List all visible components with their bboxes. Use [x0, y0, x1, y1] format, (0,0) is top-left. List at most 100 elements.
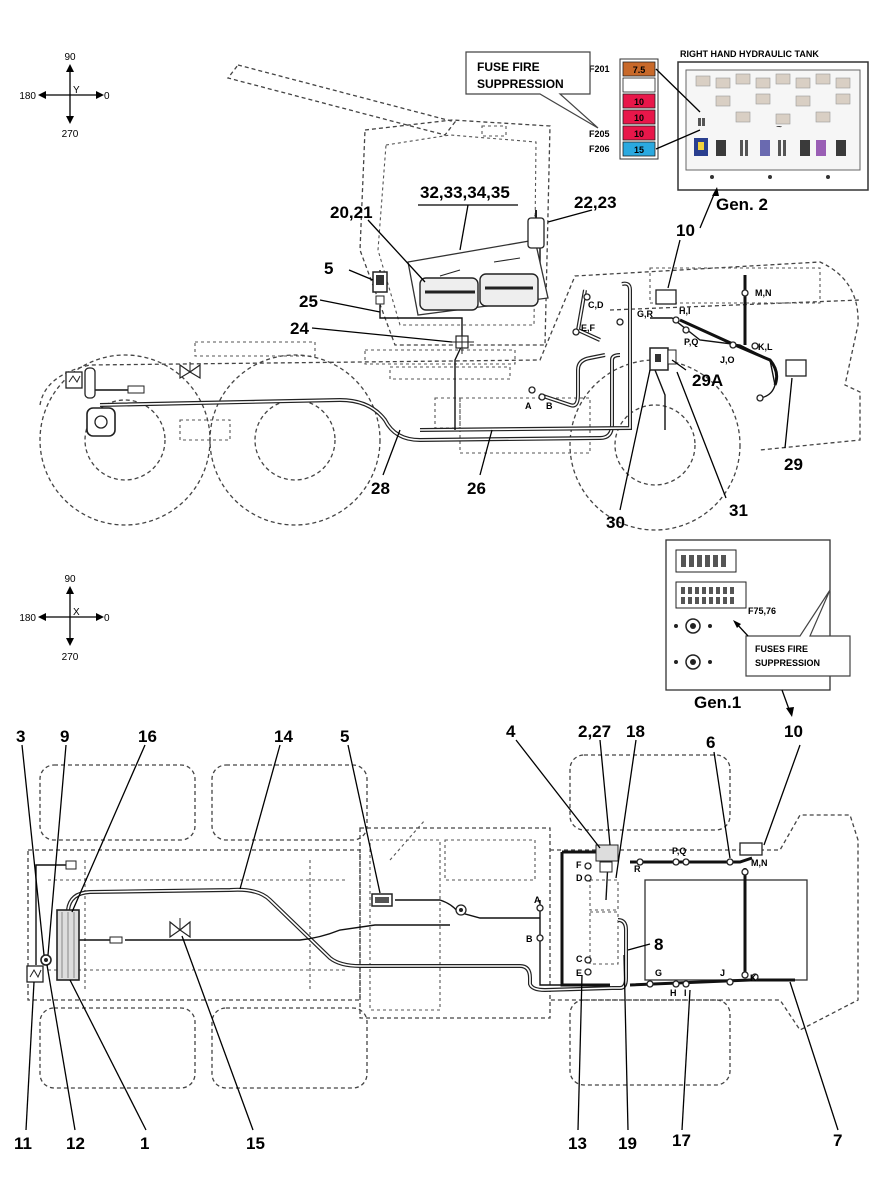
fuse-value-3: 10	[634, 97, 644, 107]
label-31: 31	[729, 501, 748, 520]
label-17: 17	[672, 1131, 691, 1150]
point-gr-side: G,R	[637, 309, 654, 319]
fuse-2	[622, 77, 656, 93]
gen2-callout-line2: SUPPRESSION	[477, 77, 564, 91]
label-29: 29	[784, 455, 803, 474]
compass-bottom-west: 180	[19, 613, 36, 624]
label-20-21: 20,21	[330, 203, 373, 222]
point-k-top: K	[750, 973, 757, 983]
compass-bottom: 90 180 0 270 X	[19, 574, 110, 663]
label-30: 30	[606, 513, 625, 532]
fuse-label-f206: F206	[589, 144, 610, 154]
point-mn-top: M,N	[751, 858, 768, 868]
point-a-side: A	[525, 401, 532, 411]
fuse-1	[622, 61, 656, 77]
fuse-4	[622, 109, 656, 125]
label-18: 18	[626, 722, 645, 741]
point-r-top: R	[634, 864, 641, 874]
label-13: 13	[568, 1134, 587, 1153]
label-10-side: 10	[676, 221, 695, 240]
point-b-top: B	[526, 934, 533, 944]
point-c-top: C	[576, 954, 583, 964]
top-view-point-labels: A B F D C E R P,Q M,N G H I J K	[526, 846, 768, 998]
compass-top-east: 0	[104, 91, 110, 102]
label-16: 16	[138, 727, 157, 746]
label-1: 1	[140, 1134, 149, 1153]
point-h-top: H	[670, 988, 677, 998]
fuse-5	[622, 125, 656, 141]
compass-top-west: 180	[19, 91, 36, 102]
gen2-fuse-stack: 7.5 10 10 10 15	[622, 61, 656, 157]
point-cd-side: C,D	[588, 300, 604, 310]
label-14: 14	[274, 727, 293, 746]
side-view-callouts: 32,33,34,35 20,21 22,23 10 5 25 24 29A 2…	[290, 183, 803, 532]
point-b-side: B	[546, 401, 553, 411]
side-view-point-labels: C,D E,F G,R H,I P,Q J,O K,L M,N A B	[525, 288, 773, 411]
label-4: 4	[506, 722, 516, 741]
gen2-title: RIGHT HAND HYDRAULIC TANK	[680, 49, 819, 59]
label-12: 12	[66, 1134, 85, 1153]
label-28: 28	[371, 479, 390, 498]
point-pq-side: P,Q	[684, 337, 698, 347]
point-i-top: I	[684, 988, 687, 998]
point-pq-top: P,Q	[672, 846, 686, 856]
label-15: 15	[246, 1134, 265, 1153]
gen2-label: Gen. 2	[716, 195, 768, 214]
top-view-callouts: 3 9 16 14 5 4 2,27 18 6 10 8 11 12 1 15 …	[14, 722, 842, 1153]
fuse-value-1: 7.5	[633, 65, 646, 75]
point-d-top: D	[576, 873, 583, 883]
label-22-23: 22,23	[574, 193, 617, 212]
compass-top: 90 180 0 270 Y	[19, 52, 110, 140]
label-3: 3	[16, 727, 25, 746]
point-mn-side: M,N	[755, 288, 772, 298]
label-7: 7	[833, 1131, 842, 1150]
compass-bottom-north: 90	[64, 574, 76, 585]
point-f-top: F	[576, 860, 582, 870]
fuse-label-f205: F205	[589, 129, 610, 139]
label-6: 6	[706, 733, 715, 752]
label-5-side: 5	[324, 259, 333, 278]
compass-top-south: 270	[62, 129, 79, 140]
label-10-top: 10	[784, 722, 803, 741]
compass-bottom-east: 0	[104, 613, 110, 624]
label-32-35: 32,33,34,35	[420, 183, 510, 202]
fuse-value-6: 15	[634, 145, 644, 155]
fuse-label-f201: F201	[589, 64, 610, 74]
point-ef-side: E,F	[581, 323, 596, 333]
fuse-value-5: 10	[634, 129, 644, 139]
label-24: 24	[290, 319, 309, 338]
gen2-callout-line1: FUSE FIRE	[477, 60, 540, 74]
point-kl-side: K,L	[758, 342, 773, 352]
compass-top-north: 90	[64, 52, 76, 63]
point-j-top: J	[720, 968, 725, 978]
gen1-callout-line1: FUSES FIRE	[755, 644, 808, 654]
label-25: 25	[299, 292, 318, 311]
point-a-top: A	[534, 895, 541, 905]
fuse-6	[622, 141, 656, 157]
fuse-value-4: 10	[634, 113, 644, 123]
svg-text:~: ~	[776, 122, 782, 133]
point-jo-side: J,O	[720, 355, 735, 365]
gen1-fuse-panel: F75,76 FUSES FIRE SUPPRESSION Gen.1	[665, 539, 851, 717]
label-5-top: 5	[340, 727, 349, 746]
point-e-top: E	[576, 968, 582, 978]
gen1-fuse-ref: F75,76	[748, 606, 776, 616]
label-19: 19	[618, 1134, 637, 1153]
label-8: 8	[654, 935, 663, 954]
truck-top-view: A B F D C E R P,Q M,N G H I J K	[14, 722, 859, 1153]
label-2-27: 2,27	[578, 722, 611, 741]
label-9: 9	[60, 727, 69, 746]
gen1-callout-line2: SUPPRESSION	[755, 658, 820, 668]
label-29a: 29A	[692, 371, 723, 390]
fuse-3	[622, 93, 656, 109]
compass-bottom-axis: X	[73, 607, 80, 618]
label-11: 11	[14, 1134, 32, 1153]
gen1-label: Gen.1	[694, 693, 741, 712]
compass-top-axis: Y	[73, 85, 80, 96]
point-hi-side: H,I	[679, 306, 691, 316]
truck-side-view: C,D E,F G,R H,I P,Q J,O K,L M,N A B	[39, 64, 861, 532]
point-g-top: G	[655, 968, 662, 978]
gen2-fuse-panel: RIGHT HAND HYDRAULIC TANK ~	[465, 49, 869, 229]
compass-bottom-south: 270	[62, 652, 79, 663]
